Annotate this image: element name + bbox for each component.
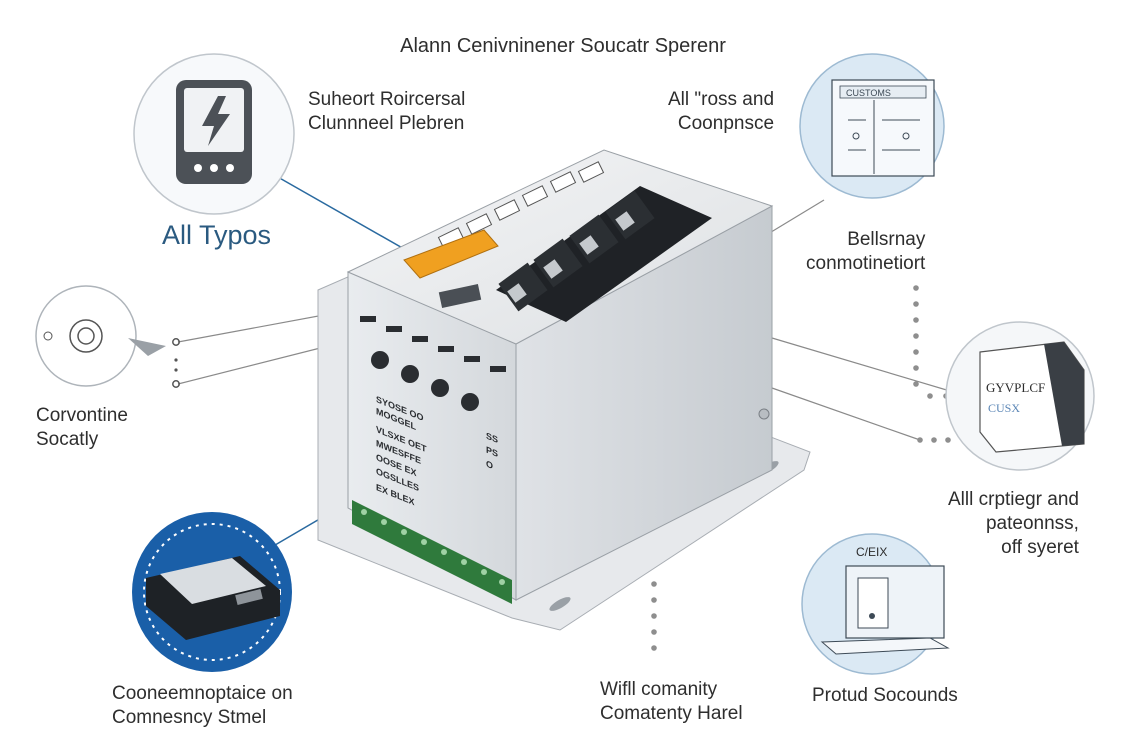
workstation-callout: C/EIX <box>801 533 950 675</box>
hardware-box-callout <box>132 512 292 672</box>
schematic-label: CUSTOMS <box>846 88 891 98</box>
tablet-icon-callout <box>133 53 295 215</box>
callout-top-left: Suheort Roircersal Clunnneel Plebren <box>308 88 465 136</box>
callout-bottom-left: Cooneemnoptaice on Comnesncy Stmel <box>112 682 293 730</box>
diagram-title: Alann Cenivninener Soucatr Sperenr <box>400 35 726 57</box>
cable-connector-icon <box>128 338 166 356</box>
connector-line-right-top <box>771 337 961 395</box>
callout-line: pateonnss, <box>985 513 1079 534</box>
connector-line-right-bottom <box>771 387 921 441</box>
callout-line: conmotinetiort <box>806 253 926 274</box>
side-screw <box>758 408 770 420</box>
side-text: O <box>486 459 493 471</box>
callout-line: Alll crptiegr and <box>948 489 1079 510</box>
terminal-screws <box>361 509 505 585</box>
callout-right: Alll crptiegr and pateonnss, off syeret <box>948 488 1079 560</box>
callout-bottom-right: Protud Socounds <box>812 684 958 708</box>
terminal-strip <box>352 500 512 604</box>
callout-line: All "ross and <box>668 89 775 110</box>
connector-lines <box>177 167 961 549</box>
callout-line: Bellsrnay <box>847 229 926 250</box>
callout-line: Socatly <box>36 429 99 450</box>
callout-line: Coonpnsce <box>677 113 775 134</box>
callout-bottom-middle: Wifll comanity Comatenty Harel <box>600 678 743 726</box>
module-label-2: CUSX <box>988 401 1020 415</box>
connector-line-left-bottom <box>177 341 345 385</box>
callout-line: Suheort Roircersal <box>308 89 466 110</box>
callout-line: Clunnneel Plebren <box>308 113 465 134</box>
dotted-leaders <box>172 285 951 651</box>
lever-cap <box>438 284 482 308</box>
front-indicator-slots <box>360 316 506 372</box>
front-sockets <box>371 351 479 411</box>
callout-line: Protud Socounds <box>812 685 958 706</box>
control-module-device: SYOSE OO MOGGEL VLSXE OET MWESFFE OOSE E… <box>317 149 811 631</box>
module-callout: GYVPLCF CUSX <box>945 321 1095 471</box>
mount-slot-bottom <box>549 597 571 611</box>
callout-line: Comatenty Harel <box>600 703 743 724</box>
dial-icon <box>69 319 103 353</box>
callout-left: Corvontine Socatly <box>36 404 128 452</box>
dial-icon-callout <box>35 285 166 387</box>
callout-mid-right: Bellsrnay conmotinetiort <box>806 228 925 276</box>
callout-line: Corvontine <box>36 405 128 426</box>
callout-all-types: All Typos <box>162 220 272 250</box>
workstation-label: C/EIX <box>856 545 887 559</box>
schematic-callout: CUSTOMS <box>799 53 945 199</box>
callout-top-right: All "ross and Coonpnsce <box>668 88 774 136</box>
callout-line: Comnesncy Stmel <box>112 707 267 728</box>
callout-line: Wifll comanity <box>600 679 718 700</box>
connector-line-left-top <box>177 311 341 343</box>
keyboard-icon <box>820 637 950 655</box>
callout-line: Cooneemnoptaice on <box>112 683 293 704</box>
relay-block <box>496 186 712 322</box>
connector-line-tablet <box>261 167 421 259</box>
module-label-1: GYVPLCF <box>986 380 1045 395</box>
orange-lever <box>403 229 499 279</box>
lightning-bolt-icon <box>202 96 230 146</box>
switch-row <box>437 161 605 249</box>
callout-line: off syeret <box>1001 537 1079 558</box>
